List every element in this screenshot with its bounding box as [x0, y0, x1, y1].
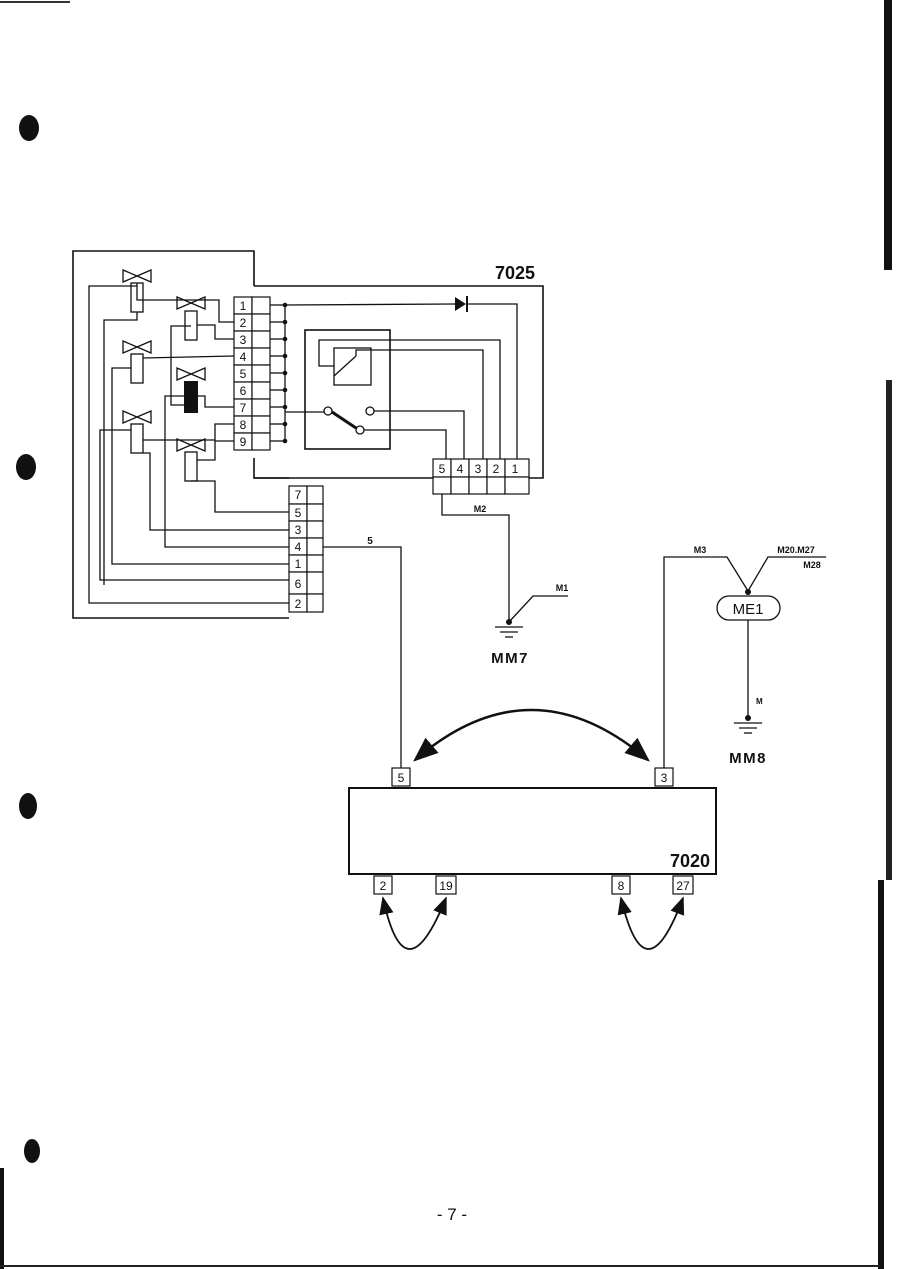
relay-pin-5: 5 — [439, 462, 446, 476]
control-pin-19: 19 — [439, 879, 453, 893]
loop-arrow-left — [379, 896, 447, 950]
control-pin-5: 5 — [398, 771, 405, 785]
main-pin-7: 7 — [240, 401, 247, 415]
double-arrow — [413, 708, 650, 762]
lower-connector: 7 5 3 4 1 6 2 — [288, 485, 324, 613]
main-pin-1: 1 — [240, 299, 247, 313]
control-pin-3: 3 — [661, 771, 668, 785]
relay-pin-3: 3 — [475, 462, 482, 476]
lower-pin-5: 5 — [295, 506, 302, 520]
main-pin-3: 3 — [240, 333, 247, 347]
valve-icon — [176, 367, 206, 413]
wire-m-label: M — [756, 697, 763, 706]
control-unit-7020: 7020 5 3 2 19 8 27 — [348, 767, 717, 950]
main-pin-4: 4 — [240, 350, 247, 364]
main-pin-9: 9 — [240, 435, 247, 449]
loop-arrow-right — [617, 896, 685, 950]
relay-wiring — [284, 303, 518, 460]
wire-m3-label: M3 — [694, 545, 707, 555]
relay-pin-4: 4 — [457, 462, 464, 476]
wire-m2-label: M2 — [474, 504, 487, 514]
control-unit-label: 7020 — [670, 851, 710, 871]
main-pin-6: 6 — [240, 384, 247, 398]
lower-pin-3: 3 — [295, 523, 302, 537]
valve-wiring — [88, 283, 289, 604]
page-number: - 7 - — [437, 1205, 467, 1224]
main-connector: 1 2 3 4 5 6 7 8 9 — [233, 296, 288, 451]
ground-mm7-label: MM7 — [491, 650, 529, 667]
lower-pin-4: 4 — [295, 540, 302, 554]
wire-m1-label: M1 — [556, 583, 569, 593]
main-pin-2: 2 — [240, 316, 247, 330]
main-pin-5: 5 — [240, 367, 247, 381]
ground-mm8-label: MM8 — [729, 750, 767, 767]
lower-pin-2: 2 — [295, 597, 302, 611]
wire-m28-label: M28 — [803, 560, 821, 570]
relay-unit-label: 7025 — [495, 263, 535, 283]
valve-icon — [176, 296, 206, 341]
relay-pin-1: 1 — [512, 462, 519, 476]
lower-pin-6: 6 — [295, 577, 302, 591]
wire-5: 5 — [323, 536, 402, 768]
main-pin-8: 8 — [240, 418, 247, 432]
ground-mm8: M3 M20.M27 M28 ME1 M MM8 — [663, 545, 826, 768]
relay-pin-2: 2 — [493, 462, 500, 476]
lower-pin-7: 7 — [295, 488, 302, 502]
wire-m20-m27-label: M20.M27 — [777, 545, 815, 555]
me1-label: ME1 — [733, 601, 764, 618]
wire-5-label: 5 — [367, 536, 373, 547]
relay-unit-7025 — [254, 285, 544, 479]
lower-pin-1: 1 — [295, 557, 302, 571]
relay-connector: 5 4 3 2 1 — [432, 458, 530, 495]
diode-icon — [455, 297, 466, 311]
control-pin-8: 8 — [618, 879, 625, 893]
ground-mm7: M2 M1 MM7 — [441, 494, 569, 667]
valve-icons — [122, 269, 206, 482]
control-pin-27: 27 — [676, 879, 690, 893]
control-pin-2: 2 — [380, 879, 387, 893]
valve-icon — [122, 340, 152, 384]
valve-icon — [122, 410, 152, 454]
